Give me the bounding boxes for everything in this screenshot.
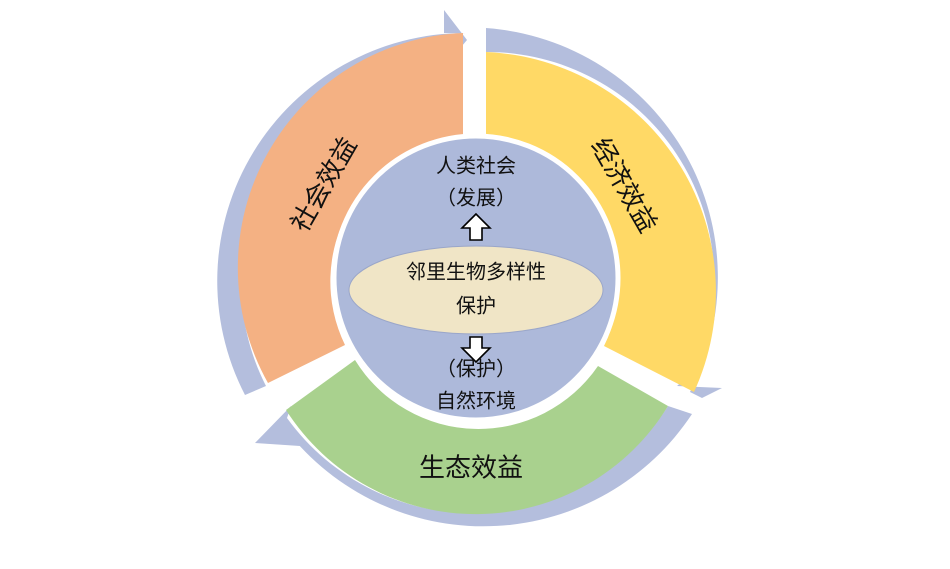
segment-economic bbox=[486, 52, 716, 392]
up-arrow-icon bbox=[460, 212, 492, 241]
ring-arrow-bottom bbox=[255, 406, 692, 527]
center-bottom-line2: 自然环境 bbox=[436, 389, 516, 413]
segment-ecological bbox=[286, 360, 668, 515]
core-line1: 邻里生物多样性 bbox=[406, 260, 546, 284]
core-line2: 保护 bbox=[456, 294, 496, 318]
center-bottom-line1: （保护） bbox=[436, 357, 516, 381]
benefit-segments bbox=[237, 33, 716, 515]
segment-social bbox=[237, 33, 463, 383]
center-top-line2: （发展） bbox=[436, 186, 516, 210]
center-top-line1: 人类社会 bbox=[436, 154, 516, 178]
core-ellipse bbox=[348, 245, 604, 335]
down-arrow-icon bbox=[460, 336, 492, 364]
ecological-benefit-label: 生态效益 bbox=[419, 454, 523, 484]
